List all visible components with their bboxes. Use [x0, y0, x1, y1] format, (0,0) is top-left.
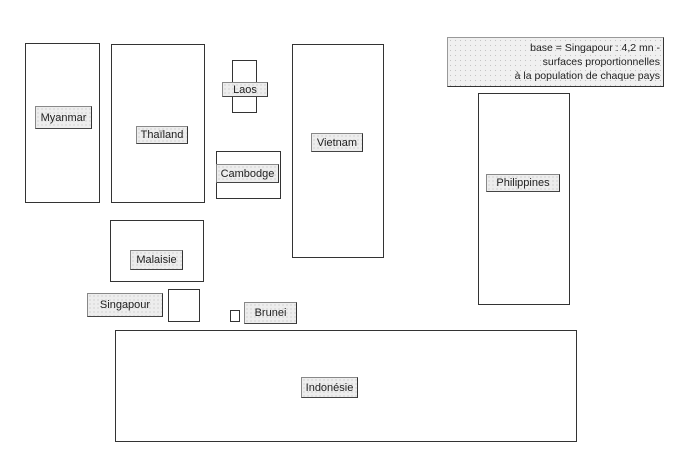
- legend-line: surfaces proportionnelles: [542, 56, 660, 68]
- legend-line: à la population de chaque pays: [514, 70, 660, 82]
- thailand-box: [111, 44, 205, 203]
- singapour-label: Singapour: [87, 293, 163, 317]
- indonesie-label: Indonésie: [301, 377, 358, 398]
- vietnam-label: Vietnam: [311, 133, 363, 152]
- cambodge-label: Cambodge: [216, 164, 279, 183]
- singapour-box: [168, 289, 200, 322]
- philippines-box: [478, 93, 570, 305]
- myanmar-label: Myanmar: [35, 106, 92, 129]
- laos-label: Laos: [222, 82, 268, 97]
- thailand-label: Thaïland: [136, 126, 188, 144]
- brunei-label: Brunei: [244, 302, 297, 324]
- malaisie-label: Malaisie: [130, 250, 183, 270]
- legend: base = Singapour : 4,2 mn - surfaces pro…: [447, 37, 664, 87]
- philippines-label: Philippines: [486, 174, 560, 192]
- brunei-box: [230, 310, 240, 322]
- legend-line: base = Singapour : 4,2 mn -: [530, 42, 660, 54]
